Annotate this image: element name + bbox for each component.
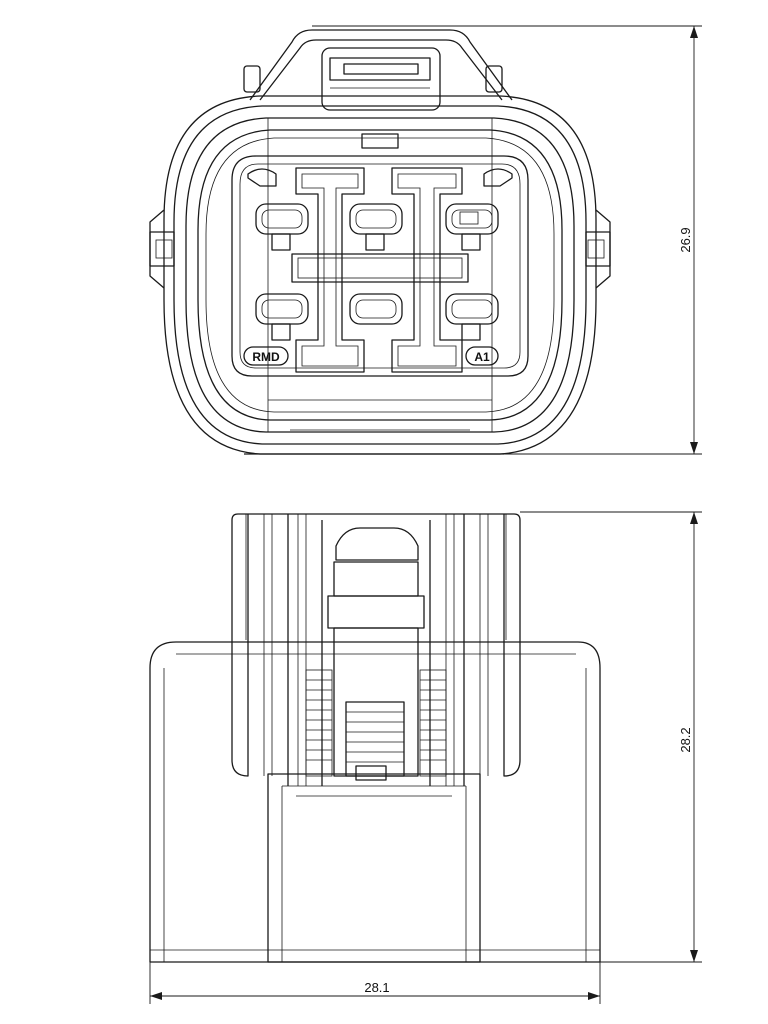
side-width-label: 28.1 xyxy=(364,980,389,995)
side-width-dimension: 28.1 xyxy=(149,962,601,1004)
front-view: RMD A1 xyxy=(149,29,611,455)
side-height-label: 28.2 xyxy=(678,727,693,752)
side-height-dimension: 28.2 xyxy=(520,511,702,963)
marking-rmd: RMD xyxy=(252,350,280,364)
front-height-dimension: 26.9 xyxy=(312,25,702,455)
marking-a1: A1 xyxy=(474,350,490,364)
front-height-label: 26.9 xyxy=(678,227,693,252)
side-view xyxy=(149,513,601,963)
